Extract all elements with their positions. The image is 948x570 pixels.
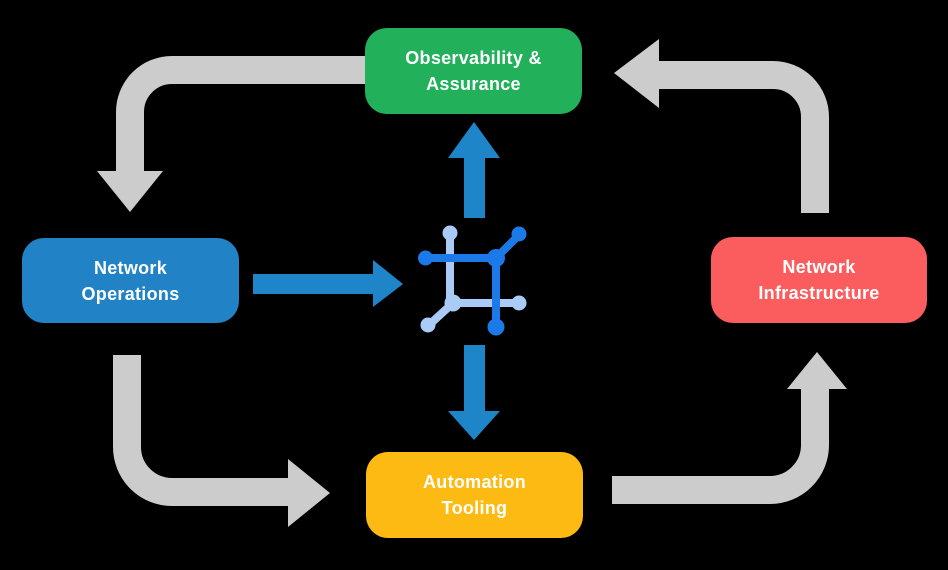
node-label-network-operations: Network Operations (81, 257, 180, 304)
arrow-operations-to-automation (113, 355, 330, 527)
arrow-automation-to-infrastructure (612, 352, 847, 504)
node-observability-assurance: Observability & Assurance (365, 28, 582, 114)
node-label-network-infrastructure: Network Infrastructure (758, 257, 880, 303)
node-network-operations: Network Operations (22, 238, 239, 323)
network-automation-platform-icon (418, 225, 527, 336)
node-network-infrastructure: Network Infrastructure (711, 237, 927, 323)
arrow-operations-to-icon (253, 260, 403, 307)
arrow-icon-to-automation (448, 345, 500, 440)
node-label-observability-assurance: Observability & Assurance (405, 48, 542, 94)
node-automation-tooling: Automation Tooling (366, 452, 583, 538)
arrow-icon-to-observability (448, 122, 500, 218)
arrow-infrastructure-to-observability (614, 39, 829, 213)
node-label-automation-tooling: Automation Tooling (423, 472, 526, 518)
arrow-observability-to-operations (97, 56, 370, 212)
